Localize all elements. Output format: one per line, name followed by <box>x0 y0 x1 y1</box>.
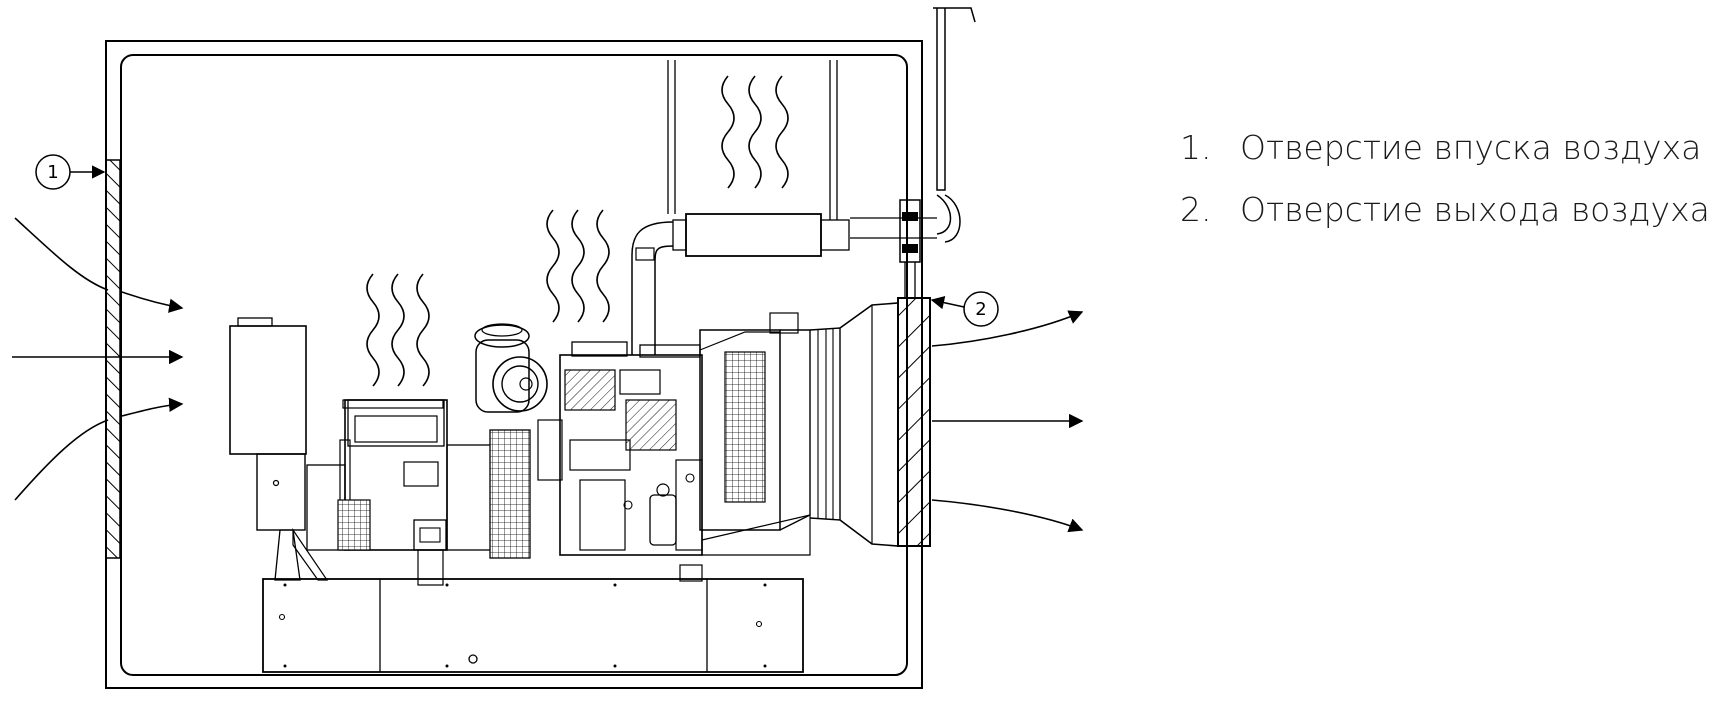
legend-item-2: 2. Отверстие выхода воздуха <box>1180 190 1710 252</box>
intake-airflow-arrows <box>12 217 184 501</box>
alternator <box>306 399 493 586</box>
exhaust-pipe <box>631 7 976 355</box>
legend: 1. Отверстие впуска воздуха 2. Отверстие в… <box>1180 128 1710 252</box>
callout-1: 1 <box>35 154 106 190</box>
base-frame <box>262 578 804 673</box>
legend-item-1: 1. Отверстие впуска воздуха <box>1180 128 1710 190</box>
legend-item-1-text: Отверстие впуска воздуха <box>1240 128 1702 167</box>
enclosure <box>105 40 923 689</box>
air-outlet-vent <box>897 297 931 547</box>
control-panel <box>229 317 329 581</box>
callout-1-number: 1 <box>47 162 58 183</box>
fan-shroud <box>809 302 899 547</box>
callout-2: 2 <box>930 291 999 327</box>
outlet-airflow-arrows <box>931 310 1084 533</box>
air-intake-vent <box>105 159 121 559</box>
heat-waves <box>366 75 789 387</box>
legend-item-2-number: 2. <box>1180 190 1212 229</box>
callout-2-number: 2 <box>975 299 986 320</box>
legend-item-1-number: 1. <box>1180 128 1212 167</box>
legend-item-2-text: Отверстие выхода воздуха <box>1240 190 1710 229</box>
radiator <box>699 312 811 556</box>
air-filter <box>474 323 548 559</box>
engine <box>537 341 703 582</box>
